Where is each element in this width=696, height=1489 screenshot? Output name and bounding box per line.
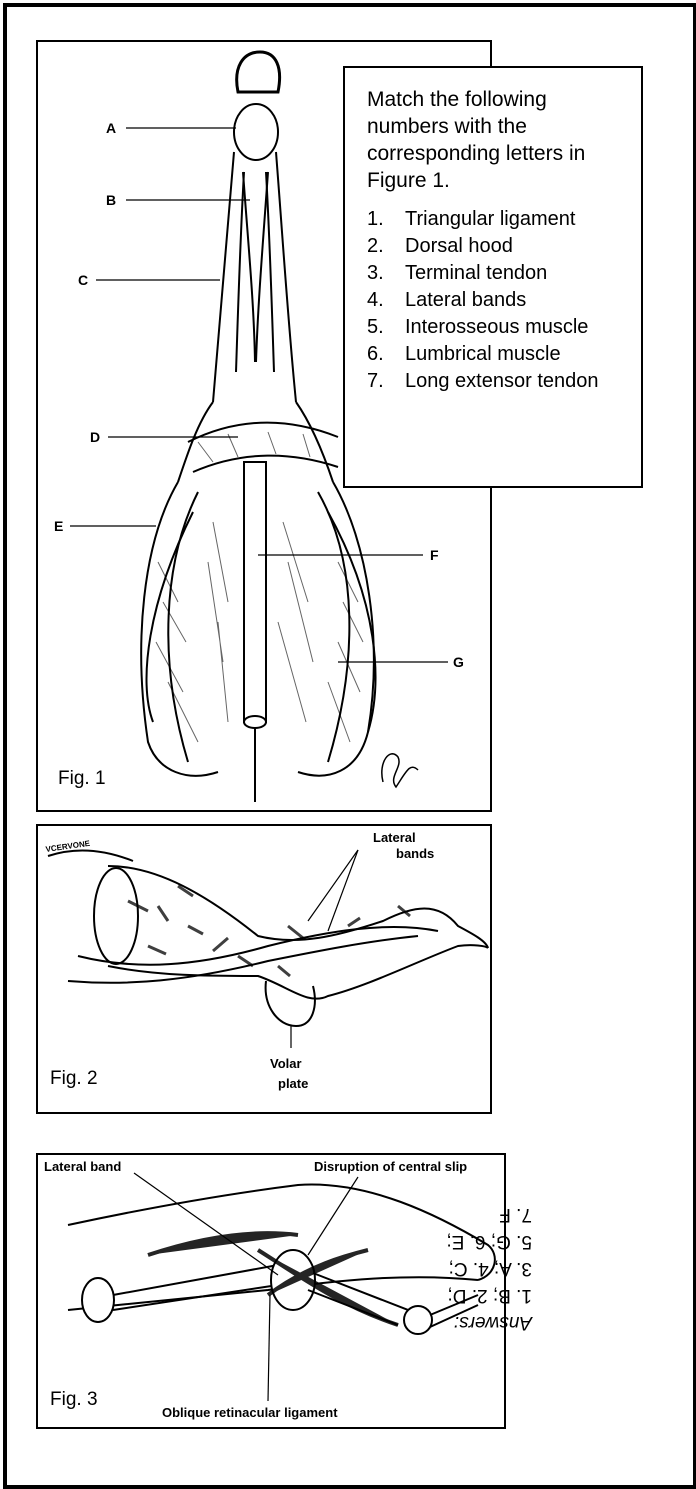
answer-line: 1. B; 2. D; [372, 1282, 532, 1309]
lateral-band-label: Lateral band [44, 1159, 121, 1174]
matching-quiz-box: Match the following numbers with the cor… [343, 66, 643, 488]
label-f: F [430, 547, 439, 563]
volar-plate-label-line1: Volar [270, 1056, 302, 1071]
answer-line: 3. A; 4. C; [372, 1255, 532, 1282]
answer-line: 5. G; 6. E; [372, 1228, 532, 1255]
item-number: 3. [367, 260, 405, 287]
answer-key: Answers: 1. B; 2. D; 3. A; 4. C; 5. G; 6… [372, 1201, 532, 1336]
item-text: Interosseous muscle [405, 314, 588, 341]
answer-line: 7. F [372, 1201, 532, 1228]
item-text: Dorsal hood [405, 233, 513, 260]
quiz-instructions: Match the following numbers with the cor… [367, 86, 627, 194]
lateral-bands-label-line2: bands [396, 846, 434, 861]
item-number: 5. [367, 314, 405, 341]
item-text: Long extensor tendon [405, 368, 599, 395]
finger-lateral-illustration: VCERVONE Lateral bands Volar plate [38, 826, 490, 1112]
item-number: 6. [367, 341, 405, 368]
label-a: A [106, 120, 116, 136]
list-item: 1.Triangular ligament [367, 206, 627, 233]
figure-1-caption: Fig. 1 [58, 768, 106, 790]
volar-plate-label-line2: plate [278, 1076, 308, 1091]
figure-2-caption: Fig. 2 [50, 1068, 98, 1090]
list-item: 3.Terminal tendon [367, 260, 627, 287]
label-b: B [106, 192, 116, 208]
answers-header: Answers: [372, 1309, 532, 1336]
label-d: D [90, 429, 100, 445]
list-item: 6.Lumbrical muscle [367, 341, 627, 368]
label-e: E [54, 518, 63, 534]
item-text: Terminal tendon [405, 260, 547, 287]
item-text: Lumbrical muscle [405, 341, 561, 368]
item-number: 1. [367, 206, 405, 233]
item-number: 4. [367, 287, 405, 314]
oblique-retinacular-label: Oblique retinacular ligament [162, 1405, 338, 1420]
central-slip-label: Disruption of central slip [314, 1159, 467, 1174]
quiz-item-list: 1.Triangular ligament 2.Dorsal hood 3.Te… [367, 206, 627, 395]
figure-3-caption: Fig. 3 [50, 1389, 98, 1411]
figure-2-panel: VCERVONE Lateral bands Volar plate Fig. … [36, 824, 492, 1114]
artist-signature [382, 754, 418, 787]
label-c: C [78, 272, 88, 288]
item-text: Lateral bands [405, 287, 526, 314]
list-item: 5.Interosseous muscle [367, 314, 627, 341]
list-item: 2.Dorsal hood [367, 233, 627, 260]
lateral-bands-label-line1: Lateral [373, 830, 416, 845]
item-number: 7. [367, 368, 405, 395]
item-text: Triangular ligament [405, 206, 575, 233]
list-item: 7.Long extensor tendon [367, 368, 627, 395]
label-g: G [453, 654, 464, 670]
item-number: 2. [367, 233, 405, 260]
list-item: 4.Lateral bands [367, 287, 627, 314]
